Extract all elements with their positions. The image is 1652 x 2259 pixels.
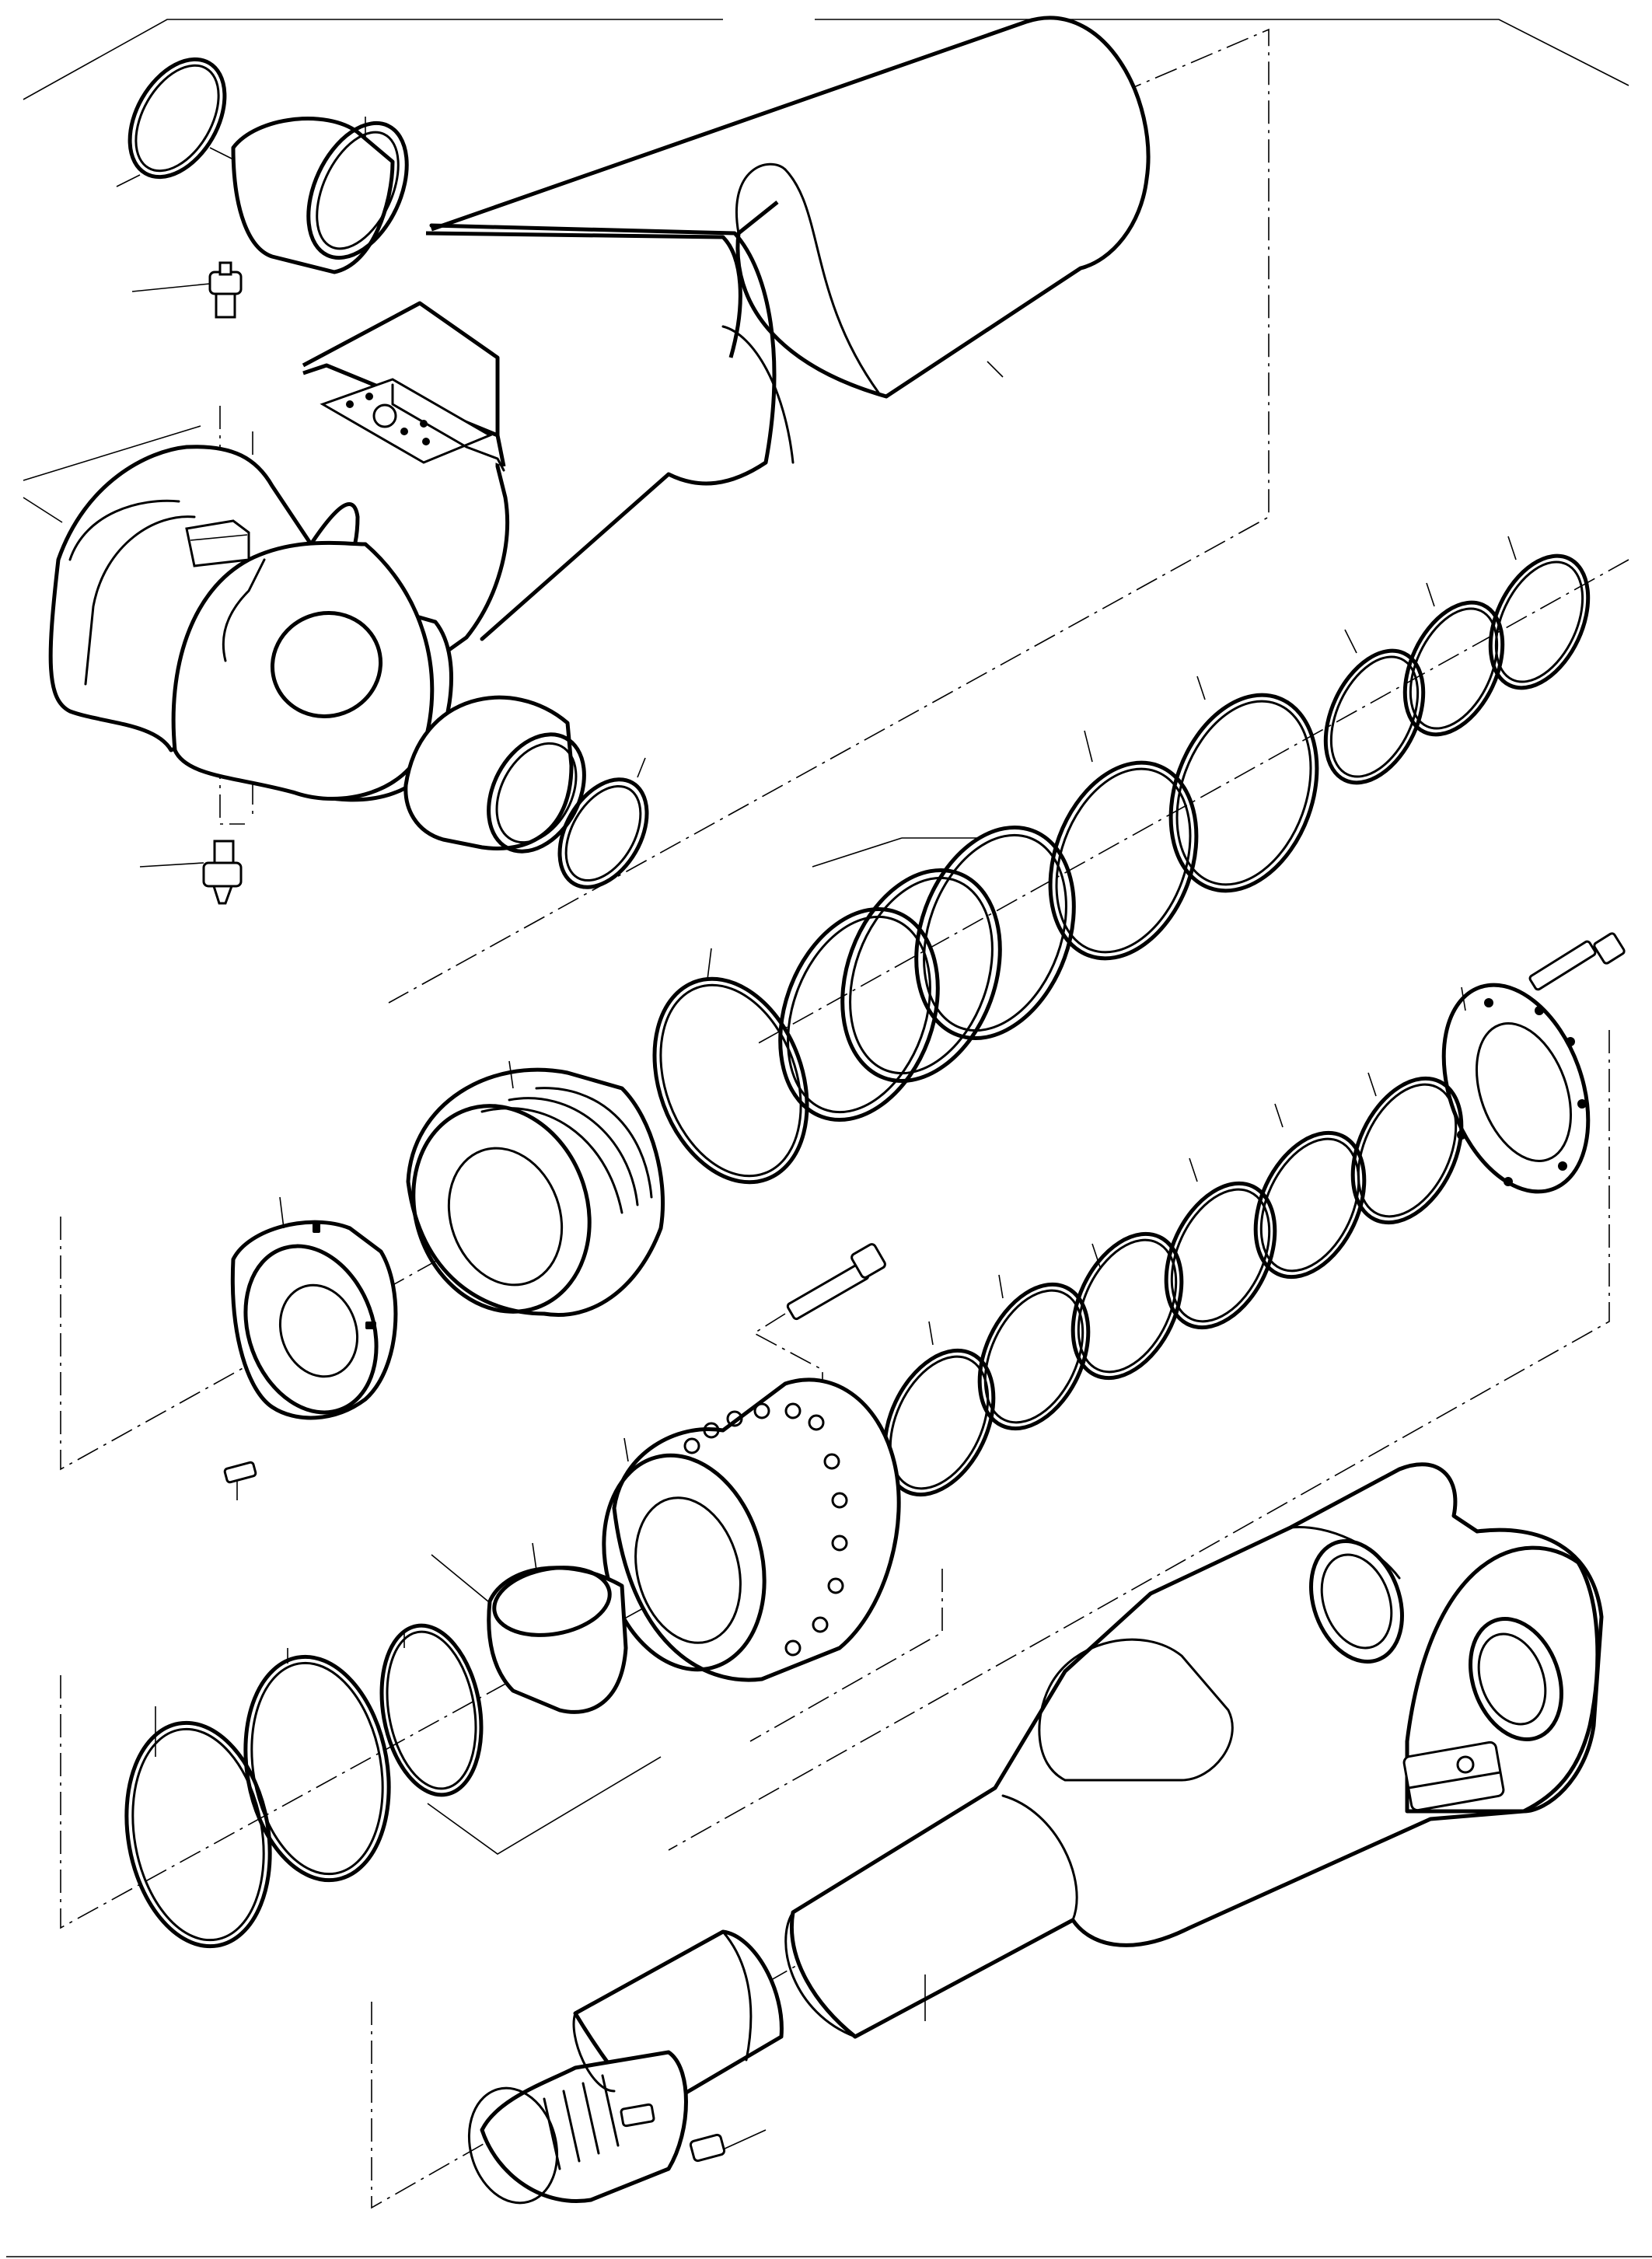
wear-rings [778, 825, 1076, 1123]
head-seal-rings [882, 1076, 1464, 1497]
tube-eye-ring-lower [557, 777, 649, 889]
tube-eye-bushing [231, 117, 409, 274]
plate-bolt [1528, 932, 1626, 991]
cylinder-tube [48, 16, 1151, 802]
grease-nipple-upper [208, 261, 243, 319]
tube-eye-ring-upper [127, 57, 227, 180]
grease-nipple-lower [202, 840, 243, 905]
set-screw [223, 1461, 257, 1484]
leader-lines [116, 117, 1517, 2150]
piston-rings [1048, 553, 1591, 961]
piston-rod [784, 1462, 1604, 2039]
piston-nut [230, 1220, 398, 1420]
head-bolt [786, 1243, 886, 1321]
piston-seal-ring [652, 976, 809, 1185]
cylinder-head [602, 1377, 901, 1682]
rod-eye [467, 1929, 784, 2205]
guide-rings [124, 1623, 484, 1949]
tube-eye-bushing-lower [403, 695, 586, 854]
key [689, 2133, 726, 2163]
head-bushing [487, 1566, 628, 1714]
piston [406, 1067, 665, 1317]
